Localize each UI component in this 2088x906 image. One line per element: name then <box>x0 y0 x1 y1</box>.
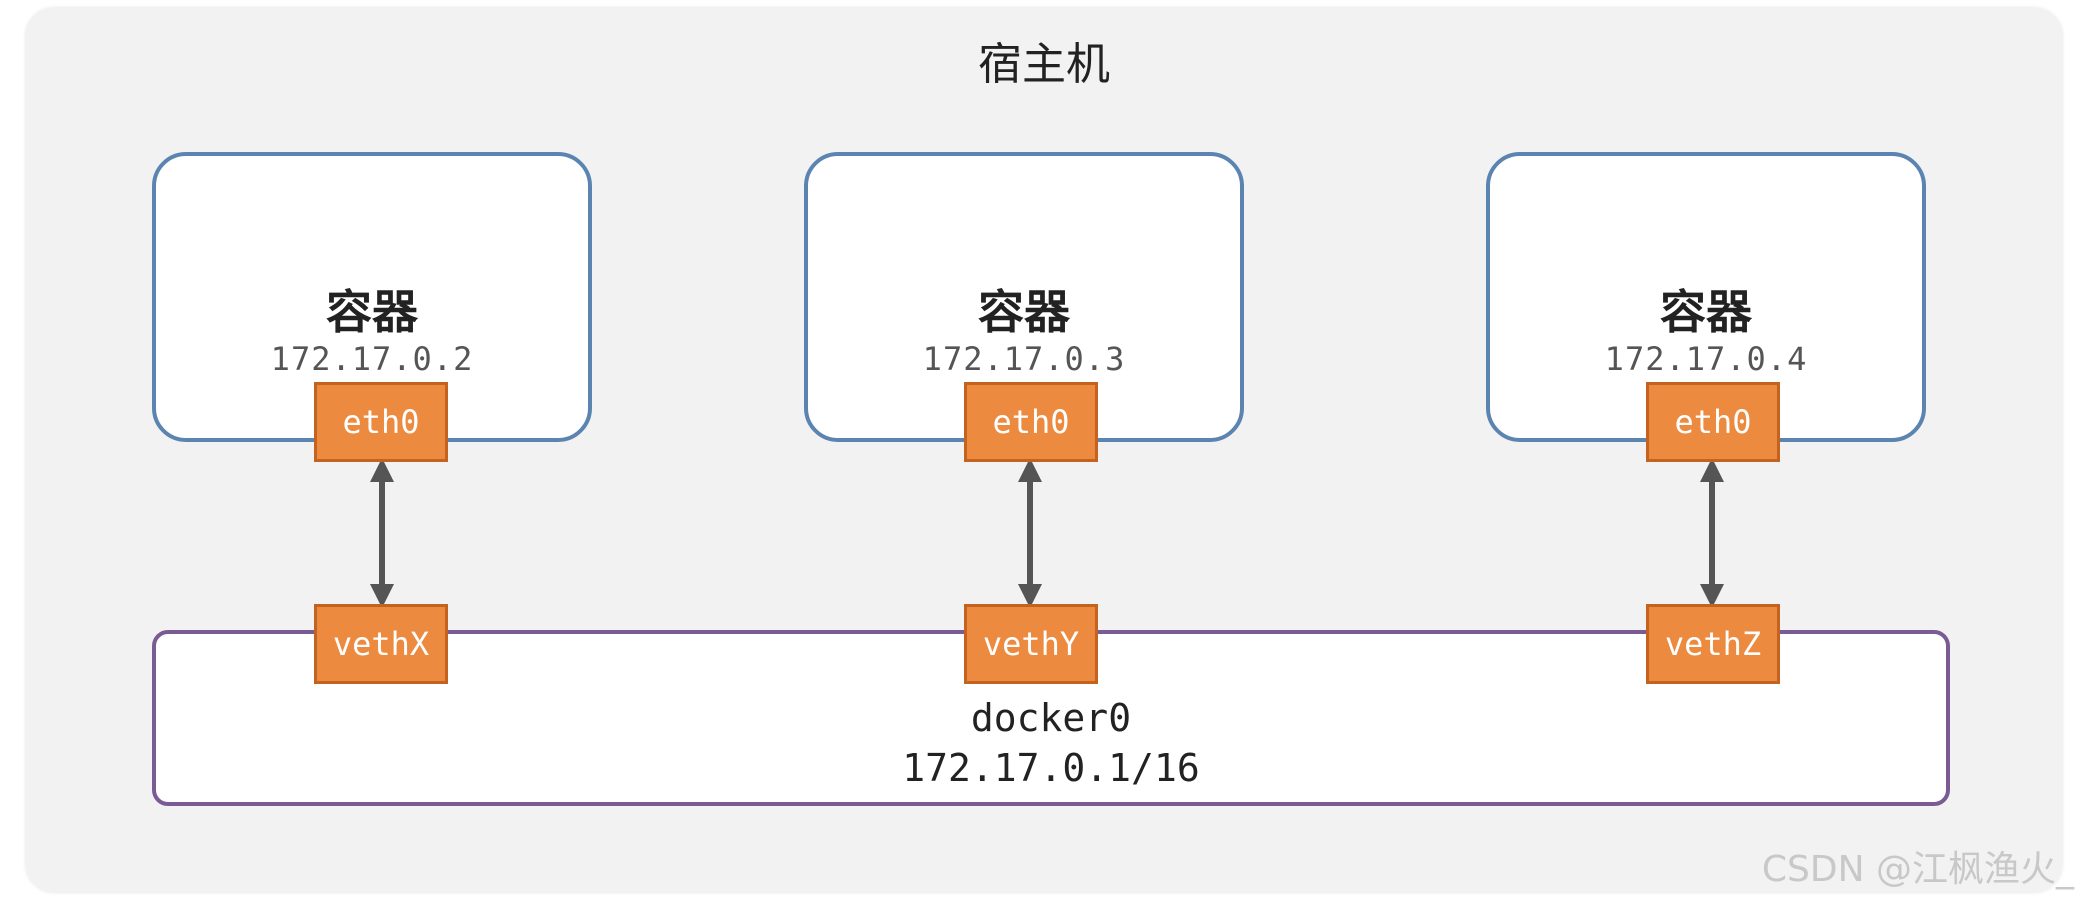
eth0-interface-2: eth0 <box>964 382 1098 462</box>
container-1: 容器 172.17.0.2 <box>152 152 592 442</box>
bridge-name: docker0 <box>970 696 1132 740</box>
veth-interface-z: vethZ <box>1646 604 1780 684</box>
container-ip: 172.17.0.4 <box>1604 340 1808 378</box>
container-label: 容器 <box>978 285 1070 339</box>
container-label: 容器 <box>1660 285 1752 339</box>
veth-interface-x: vethX <box>314 604 448 684</box>
eth0-interface-1: eth0 <box>314 382 448 462</box>
watermark: CSDN @江枫渔火_ <box>1761 849 2074 890</box>
eth0-interface-3: eth0 <box>1646 382 1780 462</box>
container-label: 容器 <box>326 285 418 339</box>
container-ip: 172.17.0.3 <box>922 340 1126 378</box>
host-title: 宿主机 <box>978 39 1110 90</box>
container-ip: 172.17.0.2 <box>270 340 474 378</box>
veth-interface-y: vethY <box>964 604 1098 684</box>
bridge-cidr: 172.17.0.1/16 <box>902 746 1200 790</box>
